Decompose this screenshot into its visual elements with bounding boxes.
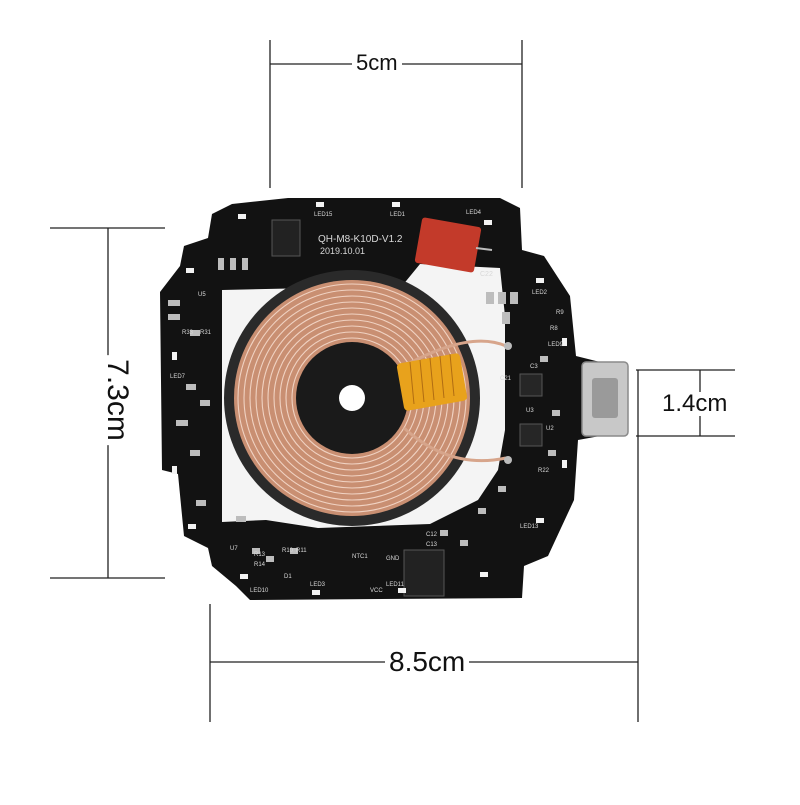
silk-r11: R11 (296, 548, 307, 554)
left-height-label: 7.3cm (101, 355, 134, 445)
silk-r13: R13 (254, 552, 266, 558)
coil-solder-bottom (504, 456, 512, 464)
silk-led4: LED4 (466, 210, 482, 216)
film-capacitor (414, 217, 482, 273)
mosfet-2 (519, 423, 543, 447)
silk-led11: LED11 (386, 582, 405, 588)
led-3 (312, 590, 320, 595)
led-12 (172, 466, 177, 474)
led-11 (480, 572, 488, 577)
silk-c12: C12 (426, 532, 438, 538)
mosfet-1 (519, 373, 543, 397)
led-9 (562, 338, 567, 346)
top-width-label: 5cm (352, 52, 402, 74)
silk-c13: C13 (426, 542, 438, 548)
led-1 (392, 202, 400, 207)
board-date-text: 2019.10.01 (320, 246, 365, 256)
coil-center-hole (339, 385, 365, 411)
silk-gnd: GND (386, 556, 400, 562)
led-8 (186, 268, 194, 273)
charging-coil (224, 270, 512, 526)
pcb-board: QH-M8-K10D-V1.2 2019.10.01 LED15 LED1 LE… (160, 198, 629, 600)
silk-u7: U7 (230, 546, 238, 552)
silk-c21: C21 (500, 376, 512, 382)
port-height-label: 1.4cm (660, 390, 730, 417)
silk-c22: C22 (480, 271, 493, 278)
led-17 (398, 588, 406, 593)
silk-r9: R9 (556, 310, 564, 316)
ic-bottom (403, 549, 445, 597)
silk-r10: R10 (282, 548, 294, 554)
silk-led15: LED15 (314, 212, 333, 218)
silk-ntc1: NTC1 (352, 554, 368, 560)
silk-c3: C3 (530, 364, 538, 370)
smd-components (168, 258, 560, 562)
silk-led7: LED7 (170, 374, 186, 380)
led-14 (188, 524, 196, 529)
led-15 (316, 202, 324, 207)
led-3b (562, 460, 567, 468)
silk-led2: LED2 (532, 290, 548, 296)
silk-led9: LED9 (548, 342, 564, 348)
silk-u3: U3 (526, 408, 534, 414)
silk-led1: LED1 (390, 212, 406, 218)
silk-led10: LED10 (250, 588, 269, 594)
ic-top (271, 219, 301, 257)
silk-r33: R33 (182, 330, 194, 336)
led-4 (484, 220, 492, 225)
silk-vcc: VCC (370, 588, 383, 594)
coil-lead-bottom (402, 426, 507, 463)
silk-r31: R31 (200, 330, 212, 336)
bottom-width-label: 8.5cm (385, 648, 470, 676)
silk-r8: R8 (550, 326, 558, 332)
silk-u5: U5 (198, 292, 206, 298)
silk-r22: R22 (538, 468, 550, 474)
usb-opening (592, 378, 618, 418)
coil-solder-top (504, 342, 512, 350)
led-ring (172, 202, 567, 595)
silk-r14: R14 (254, 562, 266, 568)
led-10 (240, 574, 248, 579)
led-13 (536, 518, 544, 523)
silk-led13: LED13 (520, 524, 539, 530)
silk-led3: LED3 (310, 582, 326, 588)
silk-u2: U2 (546, 426, 554, 432)
led-2 (536, 278, 544, 283)
board-model-text: QH-M8-K10D-V1.2 (318, 234, 403, 245)
led-6 (238, 214, 246, 219)
coil-lead-top (403, 339, 507, 368)
led-7 (172, 352, 177, 360)
silk-d1: D1 (284, 574, 292, 580)
